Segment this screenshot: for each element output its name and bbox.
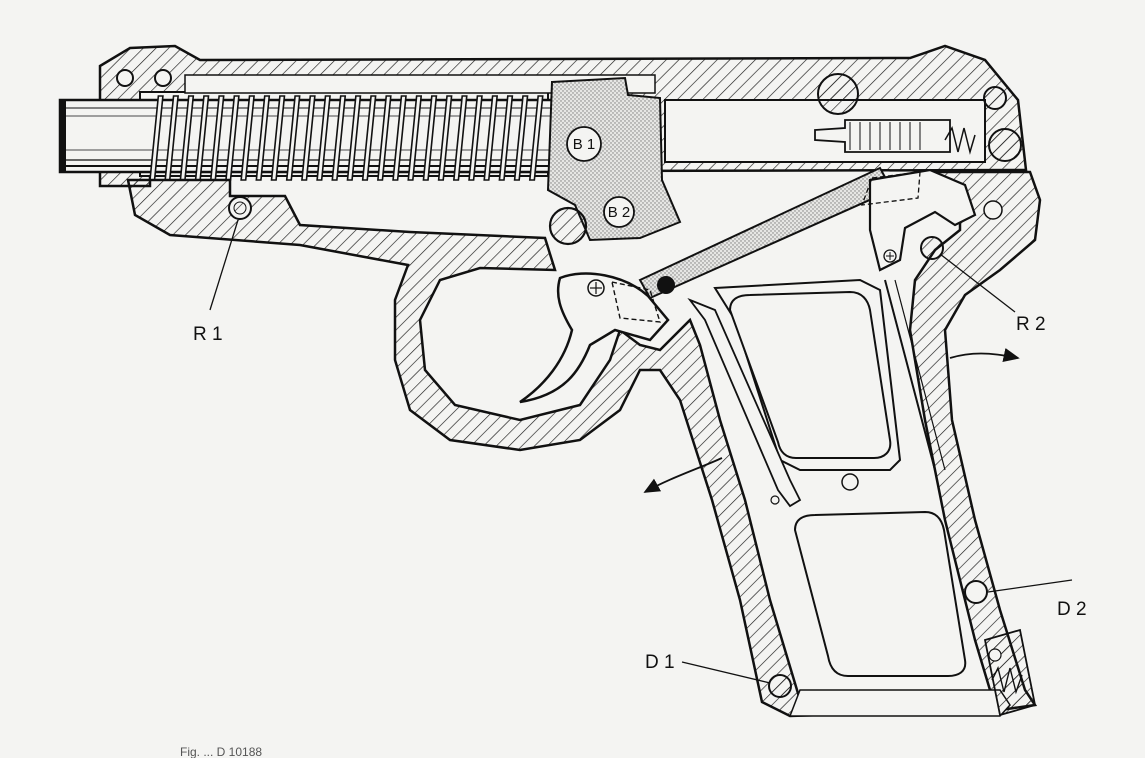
spring-coil: [498, 95, 514, 181]
callout-d1: D 1: [645, 652, 675, 673]
recoil-spring: [149, 95, 544, 181]
part-marker-b1: B 1: [566, 126, 602, 162]
spring-coil: [392, 95, 407, 181]
spring-coil: [422, 95, 438, 181]
firing-pin: [814, 119, 976, 155]
spring-coil: [270, 95, 286, 181]
spring-coil: [240, 95, 255, 181]
spring-coil: [361, 95, 377, 181]
spring-coil: [452, 95, 468, 181]
spring-coil: [346, 95, 362, 181]
spring-coil: [285, 95, 301, 181]
spring-coil: [377, 95, 392, 181]
rotation-arrows: [643, 347, 1020, 493]
spring-coil: [301, 95, 316, 181]
spring-coil: [468, 95, 483, 181]
hammer: [861, 168, 977, 471]
callout-r1: R 1: [193, 324, 223, 345]
grip-windows: [713, 278, 967, 677]
magazine-catch: [983, 628, 1037, 717]
callout-leaders: [209, 219, 1073, 684]
part-label-b2: B 2: [608, 204, 631, 221]
spring-coil: [407, 95, 423, 181]
trigger-bar: [638, 166, 894, 300]
part-label-b1: B 1: [573, 136, 596, 153]
spring-coil: [528, 95, 544, 181]
callout-d2: D 2: [1057, 599, 1087, 620]
spring-coil: [483, 95, 499, 181]
callout-r2: R 2: [1016, 314, 1046, 335]
spring-coil: [316, 95, 331, 181]
spring-coil: [437, 95, 453, 181]
part-marker-b2: B 2: [603, 196, 635, 228]
spring-coil: [331, 95, 347, 181]
spring-coil: [513, 95, 529, 181]
trigger-spring: [687, 297, 802, 508]
breech-block: [546, 76, 682, 242]
pins: [116, 69, 1022, 698]
footer-text: Fig. ... D 10188: [180, 745, 262, 758]
trigger: [519, 272, 675, 404]
spring-coil: [255, 95, 271, 181]
